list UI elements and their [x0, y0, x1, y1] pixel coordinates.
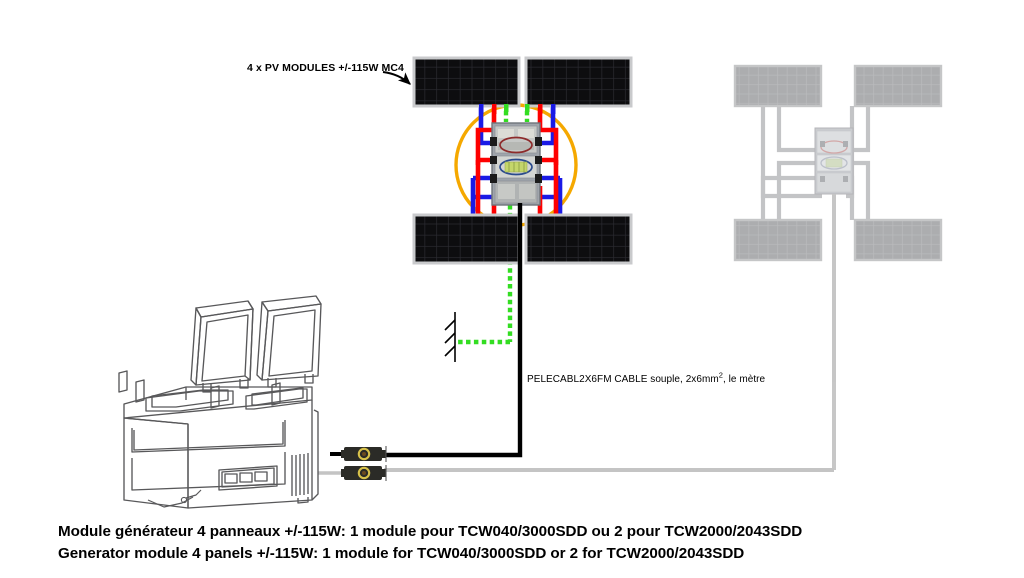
panel-top-right: [524, 56, 633, 108]
caption-line-english: Generator module 4 panels +/-115W: 1 mod…: [58, 545, 745, 562]
cable-spec-suffix: , le mètre: [722, 374, 766, 385]
pv-modules-label: 4 x PV MODULES +/-115W MC4: [247, 62, 404, 74]
panel-terminals: [479, 104, 556, 114]
main-output-cable: [384, 203, 523, 458]
ghost-module-group: [733, 64, 943, 470]
caption-block: Module générateur 4 panneaux +/-115W: 1 …: [58, 521, 988, 565]
pv-modules-leader-arrow: [382, 70, 411, 85]
mc4-connector-upper: [341, 446, 387, 462]
earth-ground-symbol: [444, 312, 456, 362]
junction-box: [490, 122, 542, 206]
ghost-panel-top-right: [853, 64, 943, 108]
cable-spec-prefix: PELECABL2X6FM CABLE souple, 2x6mm: [527, 374, 719, 385]
panel-bottom-right: [524, 213, 633, 265]
ghost-junction-box: [814, 127, 854, 195]
ghost-panel-bottom-right: [853, 218, 943, 262]
panel-bottom-left: [412, 213, 521, 265]
cable-spec-label: PELECABL2X6FM CABLE souple, 2x6mm2, le m…: [527, 370, 766, 385]
cable-spec-superscript: 2: [718, 370, 723, 380]
ghost-panel-bottom-left: [733, 218, 823, 262]
ghost-panel-top-left: [733, 64, 823, 108]
panel-top-left: [412, 56, 521, 108]
refrigerator-unit: [118, 295, 322, 509]
caption-line-french: Module générateur 4 panneaux +/-115W: 1 …: [58, 523, 803, 540]
mc4-connector-lower: [341, 465, 387, 481]
